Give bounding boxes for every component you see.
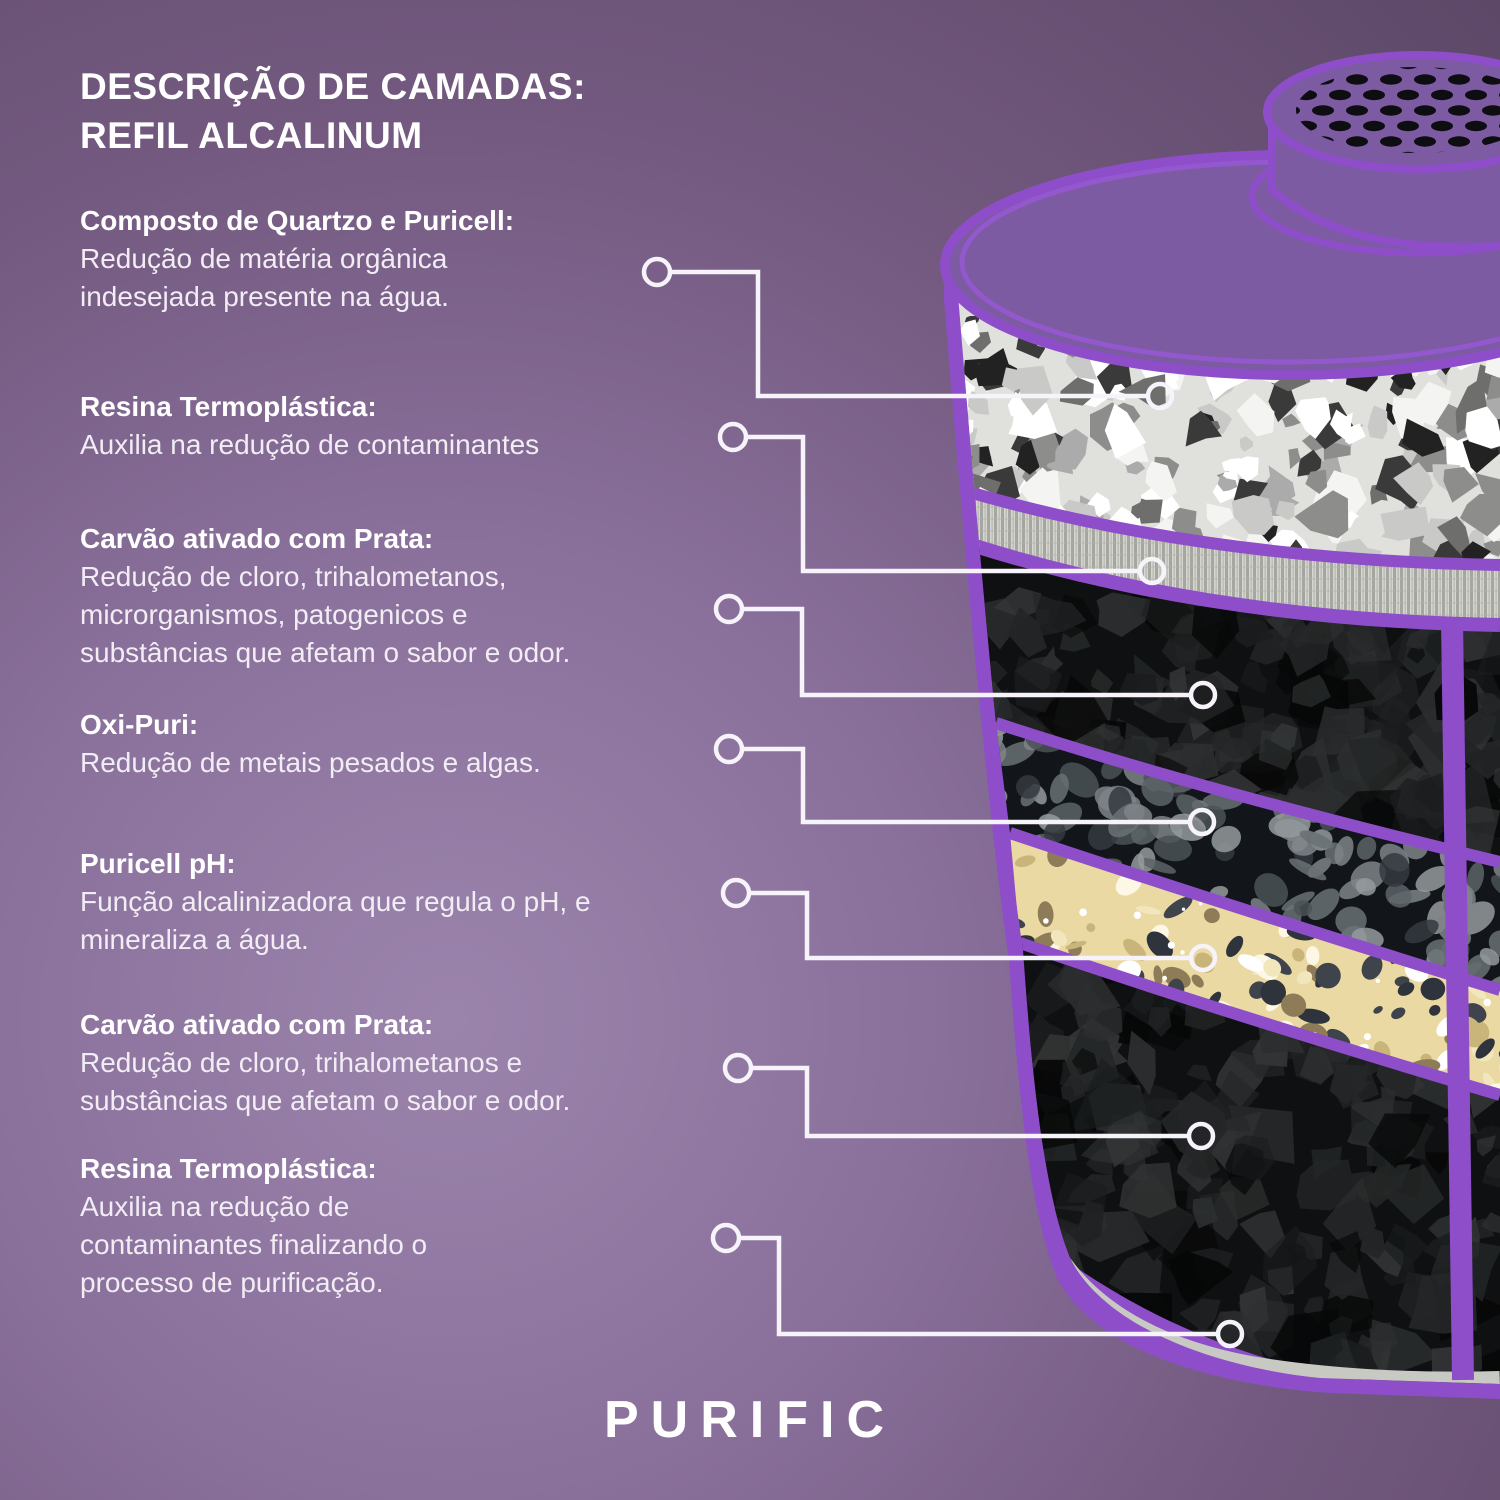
- layer-description: Auxilia na redução de contaminantes: [80, 429, 540, 460]
- text-end-dot-6: [722, 1052, 754, 1084]
- layer-heading: Composto de Quartzo e Puricell:: [80, 205, 515, 236]
- connector-line-3: [742, 606, 1191, 698]
- layer-end-dot-6: [1186, 1121, 1216, 1151]
- text-end-dot-1: [641, 256, 673, 288]
- layer-heading: Oxi-Puri:: [80, 709, 199, 740]
- callout-block-5: Puricell pH: Função alcalinizadora que re…: [80, 845, 720, 959]
- text-end-dot-2: [717, 421, 749, 453]
- shell-divider: [1441, 619, 1474, 1381]
- layer-heading: Puricell pH:: [80, 848, 236, 879]
- layer-heading: Resina Termoplástica:: [80, 391, 377, 422]
- callout-connectors: [641, 256, 1245, 1349]
- layer-heading: Resina Termoplástica:: [80, 1153, 377, 1184]
- text-end-dot-5: [720, 877, 752, 909]
- callout-block-1: Composto de Quartzo e Puricell: Redução d…: [80, 202, 720, 316]
- connector-line-1: [670, 269, 1148, 399]
- layer-end-dot-1: [1145, 381, 1175, 411]
- callout-block-7: Resina Termoplástica: Auxilia na redução …: [80, 1150, 720, 1302]
- layer-description: Redução de cloro, trihalometanos e subst…: [80, 1047, 571, 1116]
- layer-description: Redução de matéria orgânica indesejada p…: [80, 243, 449, 312]
- layer-end-dot-4: [1187, 807, 1217, 837]
- filter-cap: [1248, 51, 1500, 257]
- connector-line-2: [746, 434, 1140, 574]
- layer-heading: Carvão ativado com Prata:: [80, 1009, 434, 1040]
- layer-end-dot-3: [1188, 680, 1218, 710]
- layer-end-dot-2: [1137, 556, 1167, 586]
- layer-description: Redução de metais pesados e algas.: [80, 747, 541, 778]
- layer-end-dot-5: [1188, 943, 1218, 973]
- connector-line-7: [739, 1235, 1218, 1337]
- connector-line-5: [749, 890, 1191, 961]
- callout-block-4: Oxi-Puri: Redução de metais pesados e alg…: [80, 706, 720, 782]
- connector-line-4: [742, 746, 1190, 825]
- callout-block-6: Carvão ativado com Prata: Redução de clor…: [80, 1006, 720, 1120]
- cap-vent-holes: [1296, 67, 1500, 153]
- layer-heading: Carvão ativado com Prata:: [80, 523, 434, 554]
- layer-description: Redução de cloro, trihalometanos, micror…: [80, 561, 571, 668]
- connector-line-6: [751, 1065, 1189, 1139]
- layer-description: Auxilia na redução de contaminantes fina…: [80, 1191, 428, 1298]
- text-end-dot-3: [713, 593, 745, 625]
- layer-description: Função alcalinizadora que regula o pH, e…: [80, 886, 591, 955]
- brand-logo: PURIFIC: [604, 1391, 896, 1449]
- text-end-dot-4: [713, 733, 745, 765]
- page-title: DESCRIÇÃO DE CAMADAS: REFIL ALCALINUM: [80, 66, 586, 156]
- callout-block-2: Resina Termoplástica: Auxilia na redução …: [80, 388, 720, 464]
- text-end-dot-7: [710, 1222, 742, 1254]
- callout-block-3: Carvão ativado com Prata: Redução de clor…: [80, 520, 720, 672]
- layer-end-dot-7: [1215, 1319, 1245, 1349]
